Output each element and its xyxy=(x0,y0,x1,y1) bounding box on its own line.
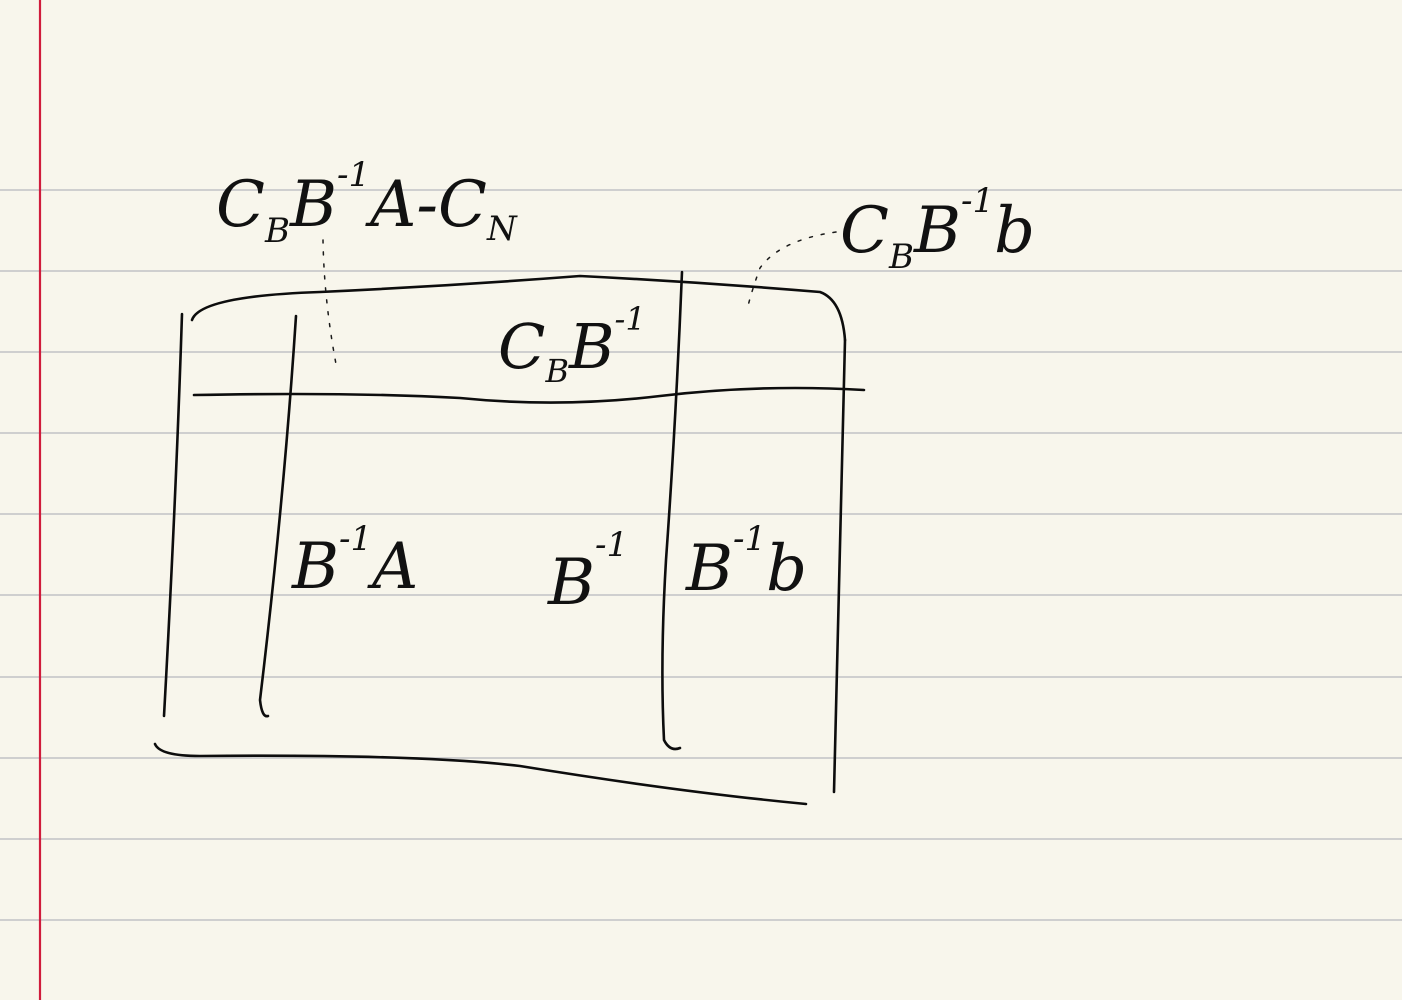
tableau-top-border xyxy=(190,274,847,342)
cell-body-right: B-1b xyxy=(685,519,807,606)
rhs-column-separator xyxy=(661,270,684,751)
tableau-frame xyxy=(153,270,866,806)
objective-row-separator xyxy=(192,386,866,404)
leader-line-left xyxy=(322,239,337,365)
note-top-right: CBB-1b xyxy=(840,181,1035,277)
tableau-bottom-border xyxy=(153,742,808,806)
cell-body-left: B-1A xyxy=(291,519,418,604)
tableau-right-border xyxy=(832,338,847,794)
cell-objective-row: CBB-1 xyxy=(498,300,646,390)
leader-line-right xyxy=(747,231,837,307)
tableau-left-border xyxy=(162,312,184,718)
basis-column-separator xyxy=(258,314,298,718)
note-top-left: CBB-1A-CN xyxy=(216,155,518,251)
ruled-lines xyxy=(0,189,1402,921)
cell-body-middle: B-1 xyxy=(547,525,628,620)
